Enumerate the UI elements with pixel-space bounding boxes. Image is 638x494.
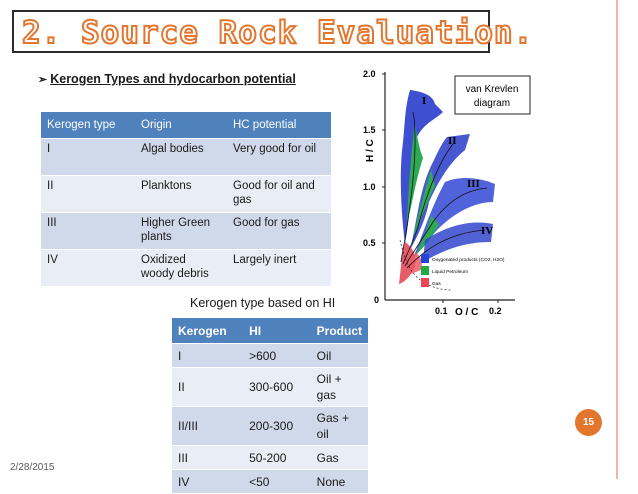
- x-tick-label: 0.1: [435, 306, 448, 316]
- type-i-path: [400, 111, 416, 263]
- kerogen-types-table: Kerogen type Origin HC potential I Algal…: [41, 112, 331, 287]
- table-cell: IV: [41, 249, 135, 287]
- diagram-title-line1: van Krevlen: [466, 84, 519, 95]
- legend-swatch-liquid: [421, 266, 429, 275]
- slide-border: [616, 0, 618, 479]
- type-iv-band: [423, 222, 493, 262]
- table-cell: III: [41, 212, 135, 250]
- slide-date: 2/28/2015: [10, 462, 55, 473]
- x-tick-label: 0.2: [489, 306, 502, 316]
- column-header: Kerogen type: [41, 112, 135, 139]
- diagram-title-line2: diagram: [474, 98, 510, 109]
- type-iii-band: [413, 178, 495, 258]
- section-heading-text: Kerogen Types and hydocarbon potential: [50, 72, 296, 86]
- table-row: IV <50 None: [172, 469, 368, 494]
- table-cell: III: [172, 445, 244, 470]
- legend-label: Gas: [432, 281, 441, 287]
- type-label: II: [448, 135, 457, 147]
- page-title: 2. Source Rock Evaluation.: [21, 14, 534, 52]
- table-cell: Higher Green plants: [135, 212, 227, 250]
- table-cell: Planktons: [135, 175, 227, 213]
- legend-label: Oxygenated products (CO2, H2O): [432, 257, 505, 263]
- table-cell: Oil + gas: [310, 367, 368, 407]
- column-header: HC potential: [227, 112, 331, 139]
- table-header-row: Kerogen HI Product: [172, 318, 368, 344]
- hi-table: Kerogen HI Product I >600 Oil II 300-600…: [172, 318, 368, 494]
- legend-label: Liquid Petroleum: [432, 269, 468, 275]
- page-number-badge: 15: [575, 409, 602, 436]
- type-iv-path: [406, 229, 486, 269]
- table-cell: Oxidized woody debris: [135, 249, 227, 287]
- table-cell: <50: [243, 469, 311, 494]
- table-cell: II/III: [172, 406, 244, 446]
- legend-swatch-oxygenated: [421, 254, 429, 263]
- legend-swatch-gas: [421, 278, 429, 287]
- table-cell: Very good for oil: [227, 138, 331, 176]
- column-header: Origin: [135, 112, 227, 139]
- van-krevelen-diagram: 2.0 1.5 1.0 0.5 0 0.1 0.2 O / C H / C va…: [363, 69, 531, 318]
- type-iii-path: [404, 187, 488, 267]
- table-cell: I: [172, 343, 244, 368]
- table-cell: IV: [172, 469, 244, 494]
- y-tick-label: 0: [374, 295, 379, 305]
- type-label: I: [422, 95, 426, 107]
- type-ii-oil-zone: [413, 170, 435, 237]
- x-axis-label: O / C: [455, 307, 478, 318]
- y-tick-label: 0.5: [363, 238, 376, 248]
- type-iii-oil-zone: [415, 216, 439, 256]
- table-cell: Largely inert: [227, 249, 331, 287]
- table-cell: II: [172, 367, 244, 407]
- table-cell: II: [41, 175, 135, 213]
- table-cell: None: [310, 469, 368, 494]
- table-header-row: Kerogen type Origin HC potential: [41, 112, 331, 139]
- table-row: I >600 Oil: [172, 343, 368, 368]
- table-row: III 50-200 Gas: [172, 445, 368, 470]
- column-header: Product: [310, 318, 368, 344]
- bullet-arrow-icon: ➢: [38, 74, 48, 86]
- table-cell: I: [41, 138, 135, 176]
- table-cell: 50-200: [243, 445, 311, 470]
- gas-zone-secondary: [411, 252, 422, 274]
- column-header: Kerogen: [172, 318, 244, 344]
- table-cell: Algal bodies: [135, 138, 227, 176]
- section-heading: ➢Kerogen Types and hydocarbon potential: [38, 72, 296, 86]
- table-cell: Good for oil and gas: [227, 175, 331, 213]
- table-row: III Higher Green plants Good for gas: [41, 212, 331, 250]
- type-ii-path: [402, 143, 454, 265]
- table-cell: Gas: [310, 445, 368, 470]
- y-axis-label: H / C: [365, 139, 376, 162]
- type-i-band: [400, 90, 443, 244]
- table-row: I Algal bodies Very good for oil: [41, 138, 331, 176]
- table-cell: Gas + oil: [310, 406, 368, 446]
- y-tick-label: 1.5: [363, 125, 376, 135]
- y-tick-label: 1.0: [363, 182, 376, 192]
- column-header: HI: [243, 318, 311, 344]
- table-row: II 300-600 Oil + gas: [172, 367, 368, 407]
- title-box: 2. Source Rock Evaluation.: [12, 10, 533, 53]
- diagram-legend: Oxygenated products (CO2, H2O) Liquid Pe…: [421, 254, 505, 287]
- table-row: II/III 200-300 Gas + oil: [172, 406, 368, 446]
- type-ii-band: [410, 134, 470, 250]
- type-label: IV: [481, 225, 493, 237]
- table-cell: Good for gas: [227, 212, 331, 250]
- type-label: III: [467, 178, 480, 190]
- y-tick-label: 2.0: [363, 69, 376, 79]
- diagram-title-box: [454, 75, 531, 115]
- table-cell: 300-600: [243, 367, 311, 407]
- table-cell: 200-300: [243, 406, 311, 446]
- table-row: IV Oxidized woody debris Largely inert: [41, 249, 331, 287]
- table-cell: Oil: [310, 343, 368, 368]
- hi-table-caption: Kerogen type based on HI: [190, 296, 336, 310]
- table-cell: >600: [243, 343, 311, 368]
- table-row: II Planktons Good for oil and gas: [41, 175, 331, 213]
